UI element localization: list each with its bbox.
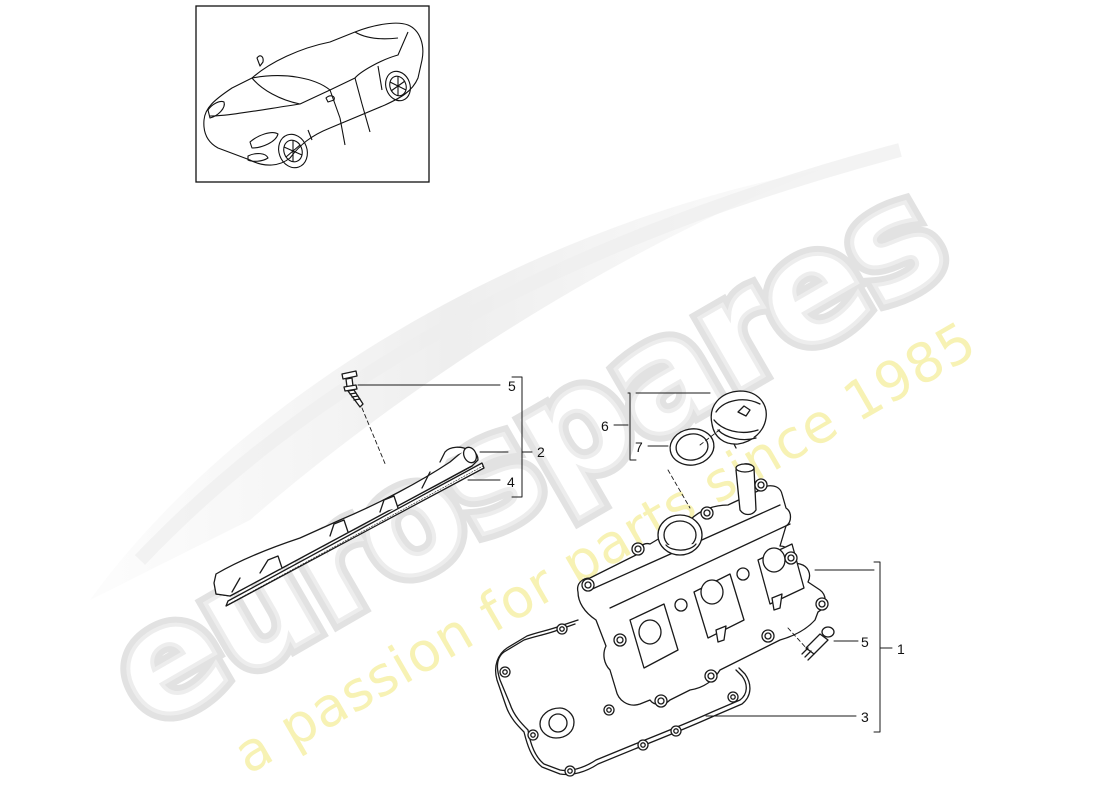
gasket-icon (494, 619, 751, 777)
bolt-upper-icon (341, 370, 364, 408)
callout-4-seal-strip[interactable]: 4 (507, 474, 515, 490)
callout-1-valve-cover[interactable]: 1 (897, 641, 905, 657)
callout-lines-upper (357, 376, 533, 498)
callout-2-cover[interactable]: 2 (537, 444, 545, 460)
callout-5-lower-bolt[interactable]: 5 (861, 634, 869, 650)
callout-3-gasket[interactable]: 3 (861, 709, 869, 725)
sealing-ring-icon (669, 428, 715, 466)
watermark-swoosh (90, 170, 820, 600)
valve-cover-icon (576, 463, 829, 708)
callout-lines-cap (613, 392, 711, 461)
callout-5-upper-bolt[interactable]: 5 (508, 378, 516, 394)
vehicle-thumbnail-frame (195, 5, 430, 183)
callout-6-filler-cap[interactable]: 6 (601, 418, 609, 434)
callout-lines-lower (705, 561, 893, 733)
car-thumbnail-icon (203, 22, 424, 169)
seal-strip-icon (225, 462, 485, 607)
callout-7-sealing-ring[interactable]: 7 (635, 439, 643, 455)
filler-cap-icon (710, 390, 767, 449)
dash-leader-ring (667, 469, 691, 509)
dash-leader-bolt (361, 407, 387, 467)
upper-cover-icon (213, 446, 479, 597)
cover-bolt-bosses (581, 478, 829, 708)
bolt-lower-icon (801, 626, 835, 661)
